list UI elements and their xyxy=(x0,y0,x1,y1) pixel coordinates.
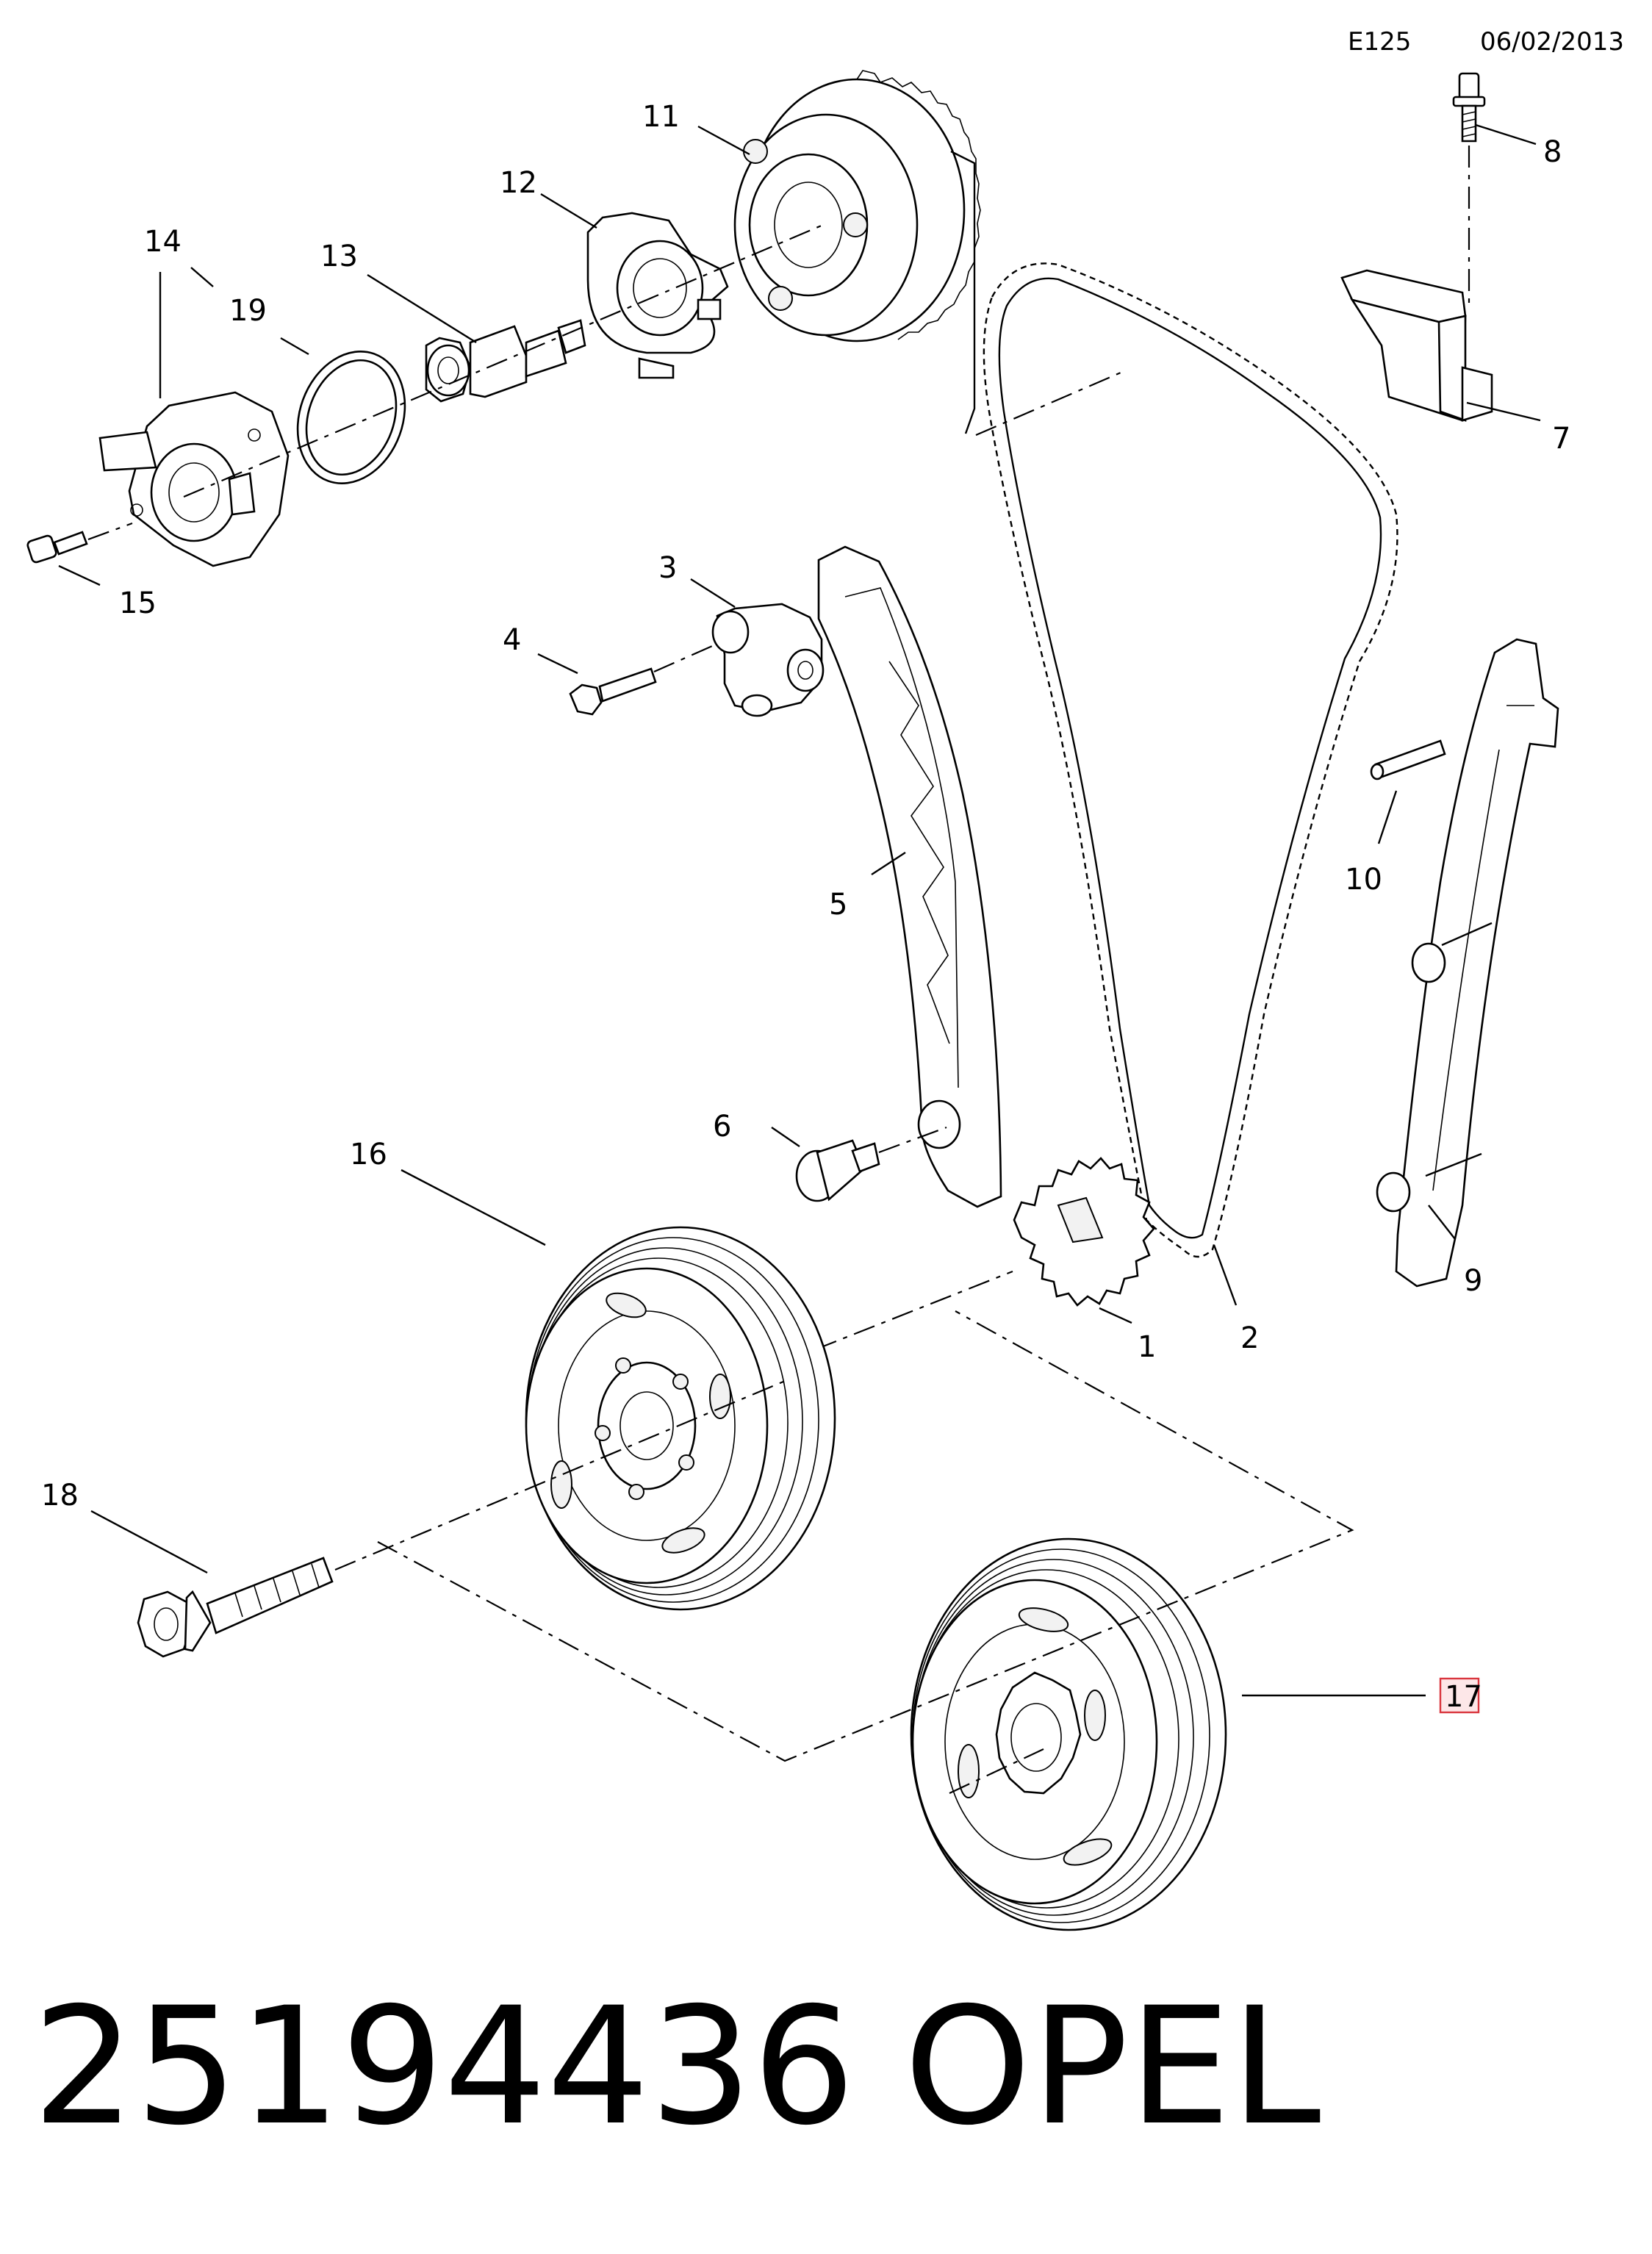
part-number: 25194436 xyxy=(32,1973,855,2161)
callout-4: 4 xyxy=(503,623,521,657)
bolt-15-axis xyxy=(87,522,133,541)
pin-6-axis xyxy=(878,1126,947,1154)
callout-11: 11 xyxy=(642,100,680,134)
callout-7: 7 xyxy=(1552,422,1570,456)
callout-5: 5 xyxy=(829,888,847,922)
timing-chain-part-2 xyxy=(983,262,1398,1258)
o-ring-part-19 xyxy=(296,350,406,485)
chain-cam-axis xyxy=(975,369,1127,437)
callout-12: 12 xyxy=(500,166,537,200)
callout-8: 8 xyxy=(1543,135,1562,169)
solenoid-housing-part-14 xyxy=(98,391,290,567)
crank-pulley-part-16 xyxy=(525,1226,836,1611)
rail-9-pin-line-a xyxy=(1441,922,1493,947)
callout-18: 18 xyxy=(41,1479,79,1512)
bolt-part-8 xyxy=(1452,72,1486,143)
callout-17[interactable]: 17 xyxy=(1445,1680,1482,1714)
crank-pulley-part-17 xyxy=(910,1537,1227,1931)
cam-axis-line xyxy=(183,223,824,498)
chain-tensioner-part-7 xyxy=(1340,269,1493,422)
callout-6: 6 xyxy=(713,1110,731,1144)
camshaft-adjuster-part-11 xyxy=(733,70,981,342)
adjuster-frame-line xyxy=(950,150,976,434)
callout-17-highlight-box xyxy=(1439,1677,1480,1714)
callout-19: 19 xyxy=(229,294,267,328)
crank-sprocket-part-1 xyxy=(1013,1157,1155,1307)
leader-lines xyxy=(58,123,1541,1697)
callout-15: 15 xyxy=(119,586,157,620)
callout-9: 9 xyxy=(1464,1264,1482,1298)
callout-10: 10 xyxy=(1345,863,1382,897)
callout-16: 16 xyxy=(350,1138,387,1171)
bolt-part-6 xyxy=(795,1139,880,1202)
rail-9-pin-line-b xyxy=(1425,1152,1482,1177)
pulley-17-axis xyxy=(949,1748,1044,1794)
solenoid-valve-part-13 xyxy=(425,319,586,403)
callout-3: 3 xyxy=(658,551,677,585)
cover-plate-part-12 xyxy=(586,212,729,379)
diagram-code: E125 xyxy=(1348,27,1411,57)
brand-name: OPEL xyxy=(904,1973,1321,2161)
diagram-date: 06/02/2013 xyxy=(1480,27,1624,57)
pin-part-10 xyxy=(1370,739,1446,780)
callout-2: 2 xyxy=(1240,1321,1259,1355)
guide-rail-part-5 xyxy=(817,545,1002,1208)
tensioner-idler-part-3 xyxy=(711,603,825,717)
tensioner-rail-part-9 xyxy=(1376,638,1559,1288)
callout-13: 13 xyxy=(320,240,358,273)
crank-axis-upper xyxy=(815,1270,1013,1351)
small-bolt-part-15 xyxy=(26,531,88,564)
callout-1: 1 xyxy=(1138,1330,1156,1364)
bolt-4-axis xyxy=(653,642,718,673)
bolt-part-4 xyxy=(569,667,657,716)
callout-14: 14 xyxy=(144,225,182,259)
crank-bolt-part-18 xyxy=(137,1557,334,1658)
